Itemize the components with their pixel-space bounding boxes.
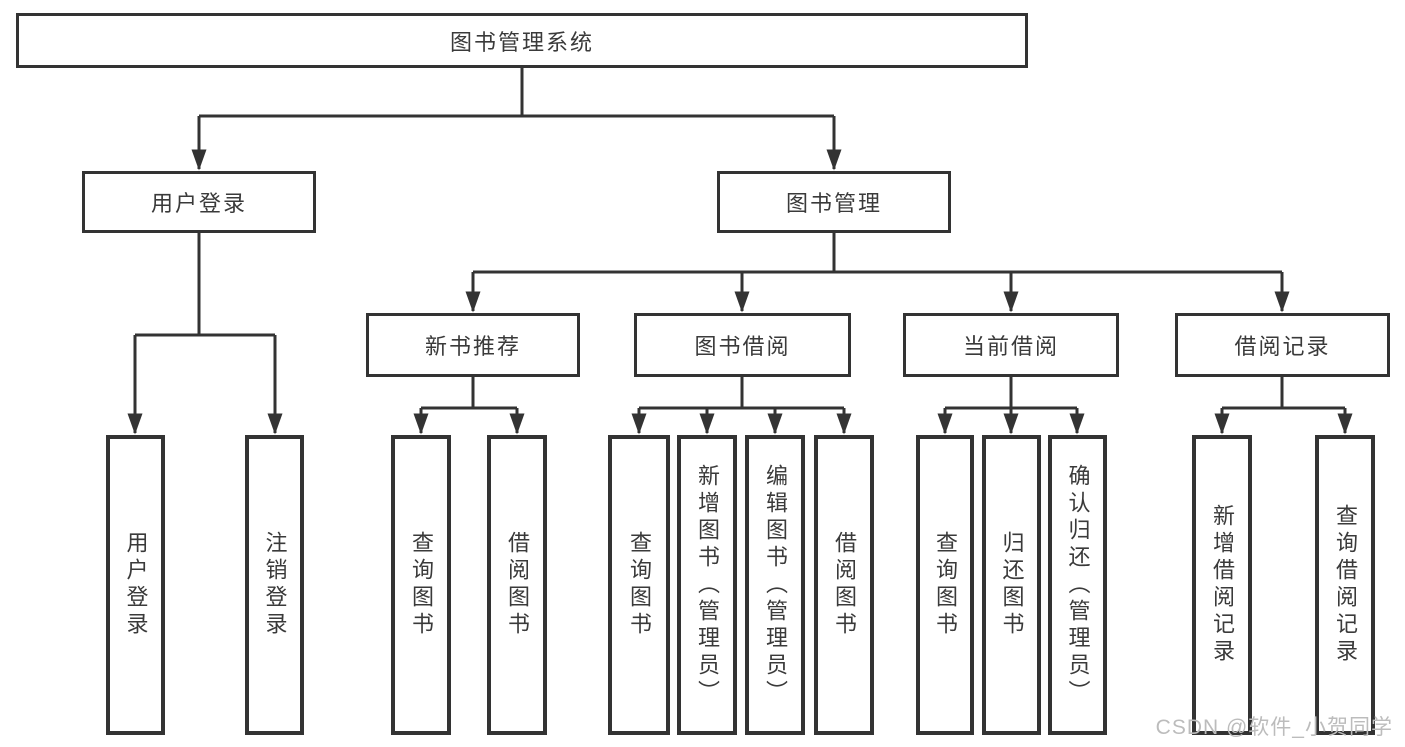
node-borrow-books-borrowing: 借阅图书: [814, 435, 874, 735]
node-label: 查询图书: [409, 531, 434, 639]
node-label: 借阅图书: [832, 531, 857, 639]
connector-new-book-recommendation-children: [413, 377, 525, 435]
node-query-books-recommendation: 查询图书: [391, 435, 451, 735]
node-logout: 注销登录: [245, 435, 304, 735]
node-user-login-action: 用户登录: [106, 435, 165, 735]
node-current-borrowing: 当前借阅: [903, 313, 1119, 377]
node-edit-books-admin: 编辑图书（管理员）: [745, 435, 805, 735]
connector-current-borrowing-children: [937, 377, 1085, 435]
node-add-books-admin: 新增图书（管理员）: [677, 435, 737, 735]
node-borrow-books-recommendation: 借阅图书: [487, 435, 547, 735]
csdn-watermark: CSDN @软件_小贺同学: [1155, 716, 1393, 739]
connector-root-to-level2: [191, 68, 842, 171]
node-query-books-current: 查询图书: [916, 435, 974, 735]
node-book-borrowing: 图书借阅: [634, 313, 851, 377]
node-label: 图书管理: [785, 191, 882, 216]
node-label: 查询借阅记录: [1333, 504, 1358, 666]
node-label: 新增图书（管理员）: [695, 463, 720, 707]
node-label: 确认归还（管理员）: [1065, 463, 1091, 707]
node-label: 当前借阅: [962, 334, 1059, 359]
node-label: 编辑图书（管理员）: [763, 463, 788, 707]
node-library-management-system: 图书管理系统: [16, 13, 1028, 68]
connector-user-login-children: [127, 233, 283, 435]
node-label: 用户登录: [150, 191, 247, 216]
node-label: 借阅图书: [505, 531, 530, 639]
node-query-books-borrowing: 查询图书: [608, 435, 670, 735]
node-label: 注销登录: [262, 531, 288, 639]
node-label: 查询图书: [627, 531, 652, 639]
node-user-login: 用户登录: [82, 171, 316, 233]
node-label: 用户登录: [123, 531, 149, 639]
node-label: 归还图书: [999, 531, 1025, 639]
connector-book-borrowing-children: [631, 377, 852, 435]
node-label: 新书推荐: [424, 334, 521, 359]
node-borrowing-records: 借阅记录: [1175, 313, 1390, 377]
node-new-book-recommendation: 新书推荐: [366, 313, 580, 377]
node-query-borrow-record: 查询借阅记录: [1315, 435, 1375, 735]
node-label: 借阅记录: [1234, 334, 1331, 359]
node-label: 新增借阅记录: [1210, 504, 1235, 666]
node-label: 图书借阅: [694, 334, 791, 359]
connector-book-management-children: [465, 233, 1290, 313]
node-confirm-return-admin: 确认归还（管理员）: [1048, 435, 1107, 735]
node-return-books: 归还图书: [982, 435, 1041, 735]
connector-borrowing-records-children: [1214, 377, 1353, 435]
node-book-management: 图书管理: [717, 171, 951, 233]
node-label: 图书管理系统: [449, 29, 594, 55]
node-add-borrow-record: 新增借阅记录: [1192, 435, 1252, 735]
node-label: 查询图书: [933, 531, 958, 639]
